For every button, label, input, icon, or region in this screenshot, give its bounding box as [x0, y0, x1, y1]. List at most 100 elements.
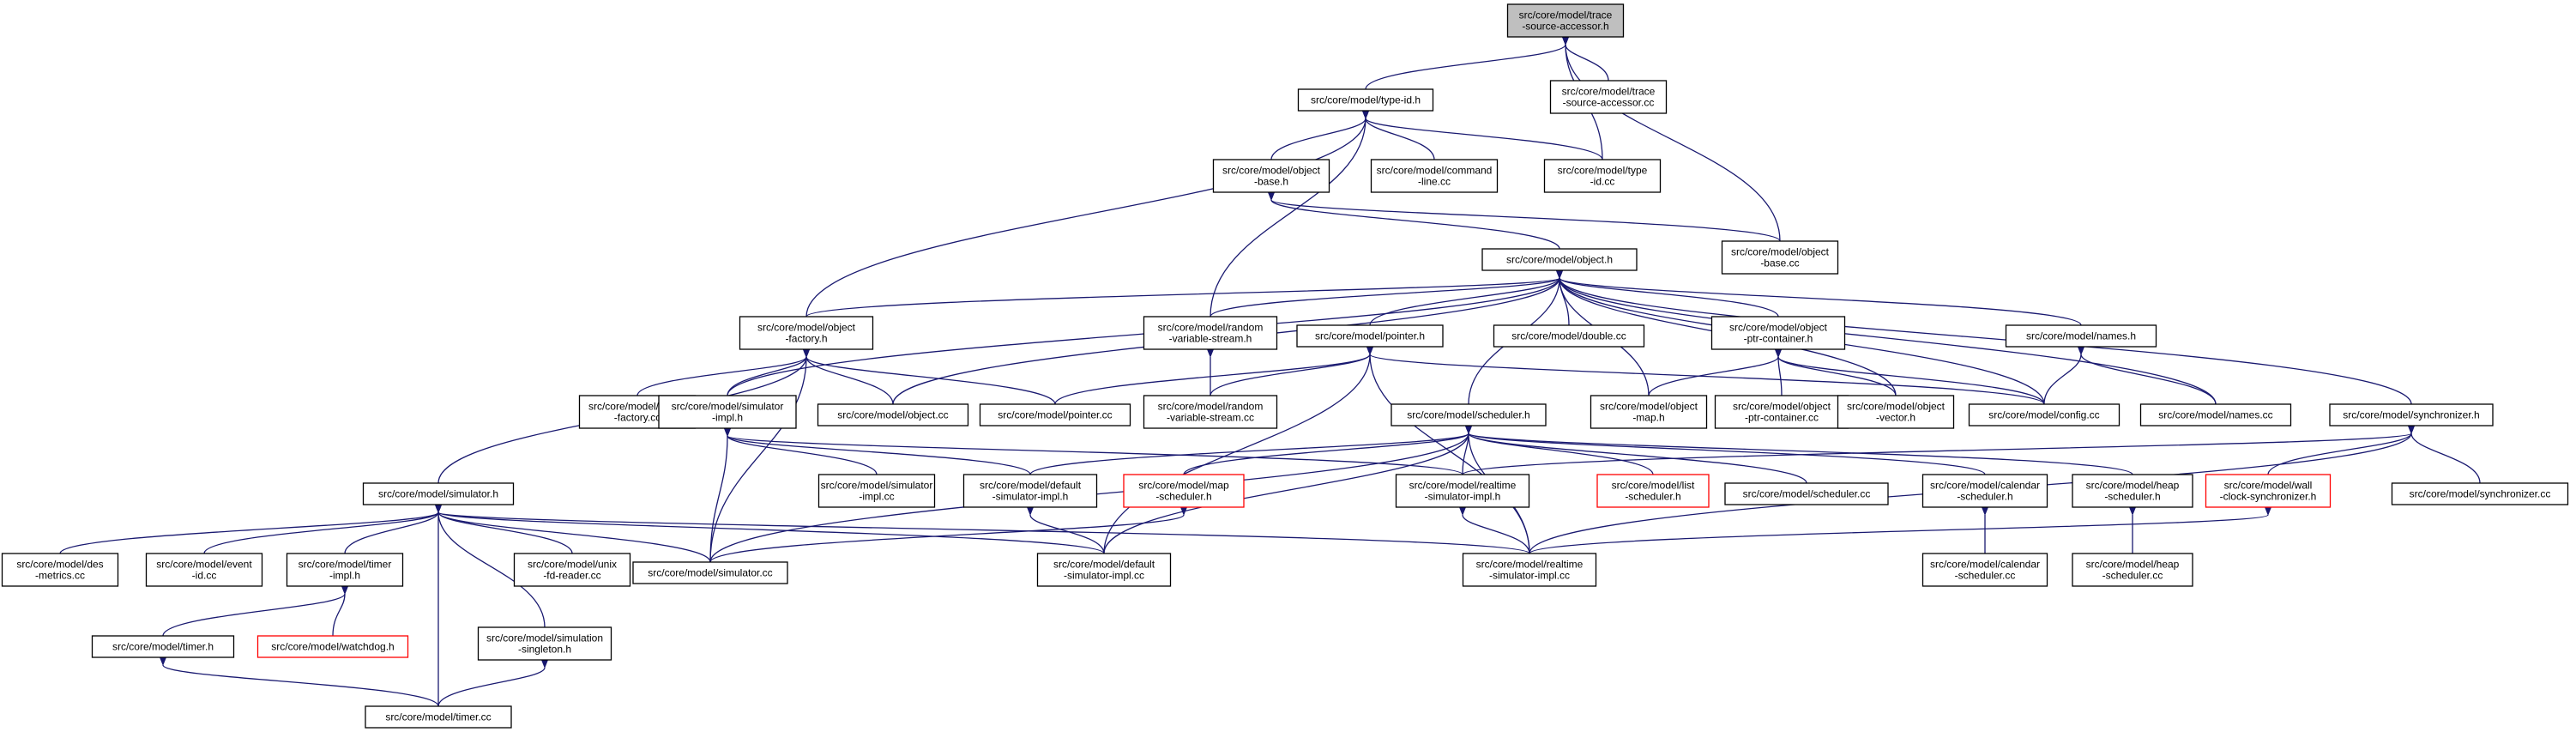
graph-node-schedulerh[interactable]: src/core/model/scheduler.h — [1391, 403, 1547, 426]
graph-node-namesh[interactable]: src/core/model/names.h — [2005, 324, 2157, 348]
include-edge — [1026, 506, 1105, 554]
node-label-line: src/core/model/trace — [1562, 86, 1656, 98]
graph-node-desmetrics[interactable]: src/core/model/des-metrics.cc — [1, 553, 119, 587]
node-box — [1596, 474, 1710, 508]
graph-node-simsingletonh[interactable]: src/core/model/simulation-singleton.h — [477, 626, 612, 661]
graph-node-unixfdreader[interactable]: src/core/model/unix-fd-reader.cc — [513, 553, 631, 587]
node-label-line: src/core/model/object — [1731, 246, 1830, 258]
node-box — [1506, 3, 1625, 38]
node-label-line: -factory.cc — [614, 412, 661, 424]
edges-layer — [59, 36, 2481, 707]
include-edge — [1361, 110, 1603, 160]
graph-node-calschedcc[interactable]: src/core/model/calendar-scheduler.cc — [1921, 553, 2048, 587]
include-edge — [434, 504, 711, 563]
graph-node-rtsimimplcc[interactable]: src/core/model/realtime-simulator-impl.c… — [1462, 553, 1597, 587]
graph-node-simimplcc[interactable]: src/core/model/simulator-impl.cc — [817, 474, 936, 508]
graph-node-wallclockh[interactable]: src/core/model/wall-clock-synchronizer.h — [2205, 474, 2332, 508]
node-label-line: -metrics.cc — [35, 570, 85, 582]
graph-node-synchcc[interactable]: src/core/model/synchronizer.cc — [2391, 482, 2569, 505]
include-edge — [1648, 348, 1783, 396]
node-box — [1721, 240, 1839, 275]
node-label-line: -impl.h — [329, 570, 360, 582]
graph-node-randvscc[interactable]: src/core/model/random-variable-stream.cc — [1143, 395, 1278, 429]
graph-node-objectcc[interactable]: src/core/model/object.cc — [817, 403, 969, 426]
node-label-line: src/core/model/pointer.cc — [998, 409, 1112, 421]
node-label-line: src/core/model/simulator — [821, 480, 933, 492]
graph-node-simulatorh[interactable]: src/core/model/simulator.h — [362, 482, 515, 505]
node-label-line: src/core/model/object — [1222, 165, 1321, 177]
include-edge — [1529, 506, 2272, 554]
graph-node-cmdline[interactable]: src/core/model/command-line.cc — [1370, 159, 1499, 193]
node-label-line: -clock-synchronizer.h — [2220, 491, 2317, 503]
node-box — [1123, 474, 1245, 508]
include-edge — [1210, 110, 1370, 318]
graph-node-objfactoryh[interactable]: src/core/model/object-factory.h — [739, 316, 874, 350]
include-edge — [1561, 36, 1781, 242]
node-label-line: -id.cc — [1590, 176, 1615, 188]
graph-node-synchh[interactable]: src/core/model/synchronizer.h — [2329, 403, 2494, 426]
include-edge — [1464, 425, 1986, 475]
graph-node-pointerh[interactable]: src/core/model/pointer.h — [1296, 324, 1444, 348]
graph-node-typeidh[interactable]: src/core/model/type-id.h — [1297, 88, 1434, 112]
node-box — [2072, 553, 2193, 587]
node-label-line: src/core/model/synchronizer.h — [2343, 409, 2479, 421]
node-label-line: src/core/model/scheduler.h — [1407, 409, 1529, 421]
node-box — [1968, 403, 2121, 426]
node-label-line: src/core/model/timer.cc — [385, 711, 491, 723]
graph-node-watchdogh[interactable]: src/core/model/watchdog.h — [256, 635, 409, 658]
node-label-line: src/core/model/simulator.h — [378, 488, 498, 500]
node-label-line: -scheduler.cc — [1955, 570, 2016, 582]
graph-node-randvsh[interactable]: src/core/model/random-variable-stream.h — [1143, 316, 1278, 350]
graph-node-objptrcontcc[interactable]: src/core/model/object-ptr-container.cc — [1714, 395, 1849, 429]
graph-node-typeidcc[interactable]: src/core/model/type-id.cc — [1543, 159, 1662, 193]
graph-node-schedulercc[interactable]: src/core/model/scheduler.cc — [1724, 482, 1889, 505]
graph-node-mapschedh[interactable]: src/core/model/map-scheduler.h — [1123, 474, 1245, 508]
graph-node-configcc[interactable]: src/core/model/config.cc — [1968, 403, 2121, 426]
graph-node-pointercc[interactable]: src/core/model/pointer.cc — [979, 403, 1131, 426]
node-label-line: src/core/model/object — [757, 322, 856, 334]
graph-node-defsimimplcc[interactable]: src/core/model/default-simulator-impl.cc — [1036, 553, 1172, 587]
graph-node-objecth[interactable]: src/core/model/object.h — [1481, 248, 1638, 271]
node-label-line: src/core/model/scheduler.cc — [1743, 488, 1871, 500]
node-label-line: src/core/model/unix — [528, 559, 617, 571]
node-box — [1481, 248, 1638, 271]
graph-node-root[interactable]: src/core/model/trace-source-accessor.h — [1506, 3, 1625, 38]
graph-node-namescc[interactable]: src/core/model/names.cc — [2139, 403, 2292, 426]
include-edge — [723, 427, 1463, 475]
graph-node-doublecc[interactable]: src/core/model/double.cc — [1493, 324, 1645, 348]
node-box — [962, 474, 1098, 508]
node-label-line: -base.h — [1254, 176, 1288, 188]
graph-node-objbasecc[interactable]: src/core/model/object-base.cc — [1721, 240, 1839, 275]
node-label-line: src/core/model/simulation — [486, 632, 603, 644]
graph-node-timercc[interactable]: src/core/model/timer.cc — [365, 705, 512, 729]
graph-node-heapschedcc[interactable]: src/core/model/heap-scheduler.cc — [2072, 553, 2193, 587]
graph-node-calschedh[interactable]: src/core/model/calendar-scheduler.h — [1921, 474, 2048, 508]
graph-node-timerimplh[interactable]: src/core/model/timer-impl.h — [286, 553, 404, 587]
node-label-line: src/core/model/object.cc — [837, 409, 948, 421]
node-label-line: src/core/model/command — [1377, 165, 1493, 177]
node-label-line: src/core/model/heap — [2086, 480, 2180, 492]
graph-node-simulatorcc[interactable]: src/core/model/simulator.cc — [632, 561, 788, 584]
graph-node-objbaseh[interactable]: src/core/model/object-base.h — [1212, 159, 1330, 193]
graph-node-objptrconth[interactable]: src/core/model/object-ptr-container.h — [1710, 316, 1846, 350]
graph-node-rtsimimplh[interactable]: src/core/model/realtime-simulator-impl.h — [1395, 474, 1530, 508]
include-edge — [2267, 425, 2416, 475]
node-box — [1549, 80, 1668, 114]
node-box — [2329, 403, 2494, 426]
include-edge — [332, 585, 349, 637]
include-edge — [805, 269, 1564, 318]
node-label-line: src/core/model/timer.h — [112, 641, 214, 653]
node-label-line: -fd-reader.cc — [543, 570, 600, 582]
graph-node-timerh[interactable]: src/core/model/timer.h — [91, 635, 235, 658]
node-box — [1296, 324, 1444, 348]
node-box — [2005, 324, 2157, 348]
graph-node-objvectorh[interactable]: src/core/model/object-vector.h — [1837, 395, 1955, 429]
graph-node-eventidcc[interactable]: src/core/model/event-id.cc — [145, 553, 263, 587]
graph-node-objmaph[interactable]: src/core/model/object-map.h — [1590, 395, 1708, 429]
graph-node-tsacc[interactable]: src/core/model/trace-source-accessor.cc — [1549, 80, 1668, 114]
node-box — [477, 626, 612, 661]
graph-node-heapschedh[interactable]: src/core/model/heap-scheduler.h — [2072, 474, 2193, 508]
graph-node-listschedh[interactable]: src/core/model/list-scheduler.h — [1596, 474, 1710, 508]
graph-node-defsimimplh[interactable]: src/core/model/default-simulator-impl.h — [962, 474, 1098, 508]
graph-node-simimplh[interactable]: src/core/model/simulator-impl.h — [658, 395, 797, 429]
